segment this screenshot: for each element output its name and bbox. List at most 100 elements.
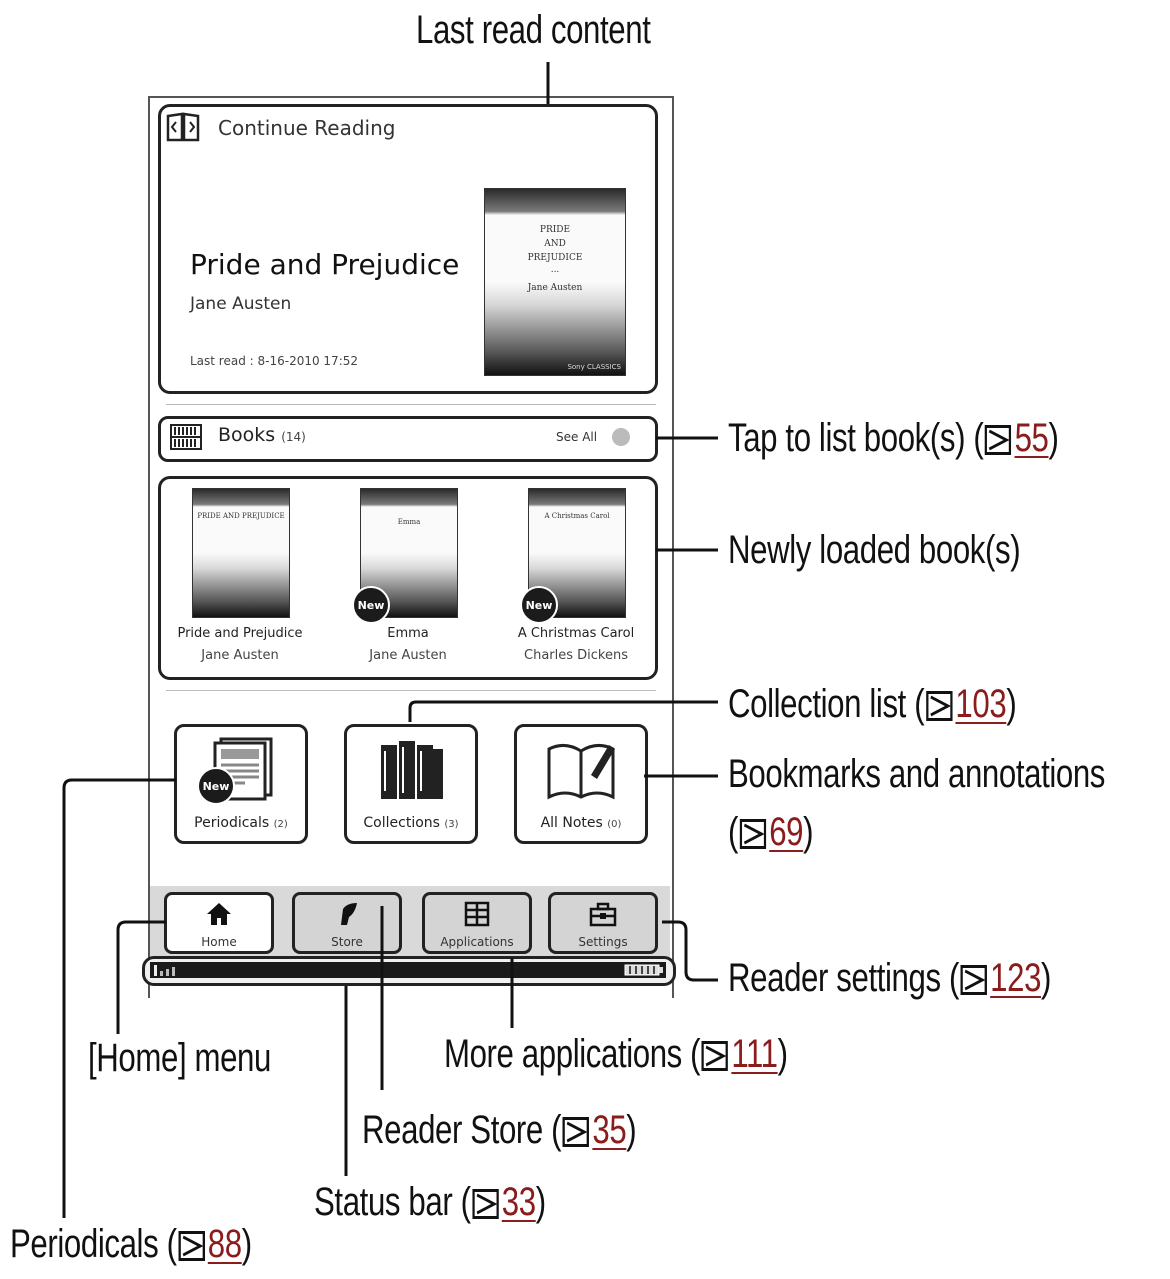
page-reference-icon bbox=[925, 691, 953, 721]
callout-close: ) bbox=[241, 1222, 252, 1266]
book-author: Jane Austen bbox=[369, 648, 447, 663]
page-number-link[interactable]: 35 bbox=[592, 1108, 627, 1152]
tile-count: (2) bbox=[273, 819, 288, 830]
book-cover[interactable]: PRIDE AND PREJUDICE bbox=[192, 488, 290, 618]
callout-text: Status bar ( bbox=[314, 1180, 471, 1224]
callout-text: Reader settings ( bbox=[728, 956, 959, 1000]
callout-close: ) bbox=[535, 1180, 546, 1224]
page-reference-icon bbox=[178, 1231, 205, 1261]
page-number-link[interactable]: 103 bbox=[955, 682, 1007, 726]
tab-store[interactable]: Store bbox=[292, 892, 402, 954]
callout-tap-books: Tap to list book(s) ( 55) bbox=[728, 416, 1059, 461]
page-reference-icon bbox=[739, 819, 767, 849]
tile-label-text: Collections bbox=[363, 815, 440, 831]
book-title: A Christmas Carol bbox=[517, 626, 635, 641]
notebook-pen-icon bbox=[547, 744, 615, 800]
cover-line: ... bbox=[550, 265, 560, 275]
tab-settings[interactable]: Settings bbox=[548, 892, 658, 954]
newspaper-icon bbox=[213, 737, 273, 801]
callout-bookmarks-ref: (69) bbox=[728, 810, 814, 854]
book-author: Jane Austen bbox=[201, 648, 279, 663]
tab-label: Home bbox=[201, 935, 237, 949]
store-icon bbox=[341, 903, 357, 925]
new-badge: New bbox=[197, 767, 235, 805]
callout-bookmarks: Bookmarks and annotations bbox=[728, 752, 1106, 796]
page-number-link[interactable]: 88 bbox=[207, 1222, 242, 1266]
cover-line: PREJUDICE bbox=[527, 253, 583, 263]
callout-text: Collection list ( bbox=[728, 682, 925, 726]
books-label: Books (14) bbox=[218, 424, 306, 446]
book-title: Pride and Prejudice bbox=[177, 626, 303, 641]
cover-line: AND bbox=[544, 239, 566, 249]
periodicals-tile[interactable]: New Periodicals (2) bbox=[174, 724, 308, 844]
callout-status-bar: Status bar ( 33) bbox=[314, 1180, 546, 1225]
divider bbox=[166, 690, 656, 691]
tile-label: All Notes (0) bbox=[517, 815, 645, 831]
book-author: Charles Dickens bbox=[524, 648, 628, 663]
see-all-link[interactable]: See All bbox=[556, 430, 598, 444]
callout-close: ) bbox=[803, 810, 814, 854]
current-book-title: Pride and Prejudice bbox=[190, 248, 460, 281]
current-book-cover[interactable]: PRIDE AND PREJUDICE ... Jane Austen Sony… bbox=[484, 188, 626, 376]
collections-tile[interactable]: Collections (3) bbox=[344, 724, 478, 844]
tab-label: Applications bbox=[440, 935, 514, 949]
callout-text: Periodicals ( bbox=[10, 1222, 177, 1266]
bookshelf-icon bbox=[170, 424, 202, 450]
continue-reading-label: Continue Reading bbox=[218, 116, 396, 140]
tile-label: Periodicals (2) bbox=[177, 815, 305, 831]
page-reference-icon bbox=[984, 425, 1012, 455]
tile-label-text: Periodicals bbox=[194, 815, 270, 831]
page-reference-icon bbox=[472, 1189, 499, 1219]
toolbox-icon bbox=[589, 902, 617, 927]
signal-icon bbox=[154, 965, 175, 976]
home-icon bbox=[207, 903, 231, 925]
callout-reader-store: Reader Store ( 35) bbox=[362, 1108, 637, 1153]
new-badge: New bbox=[520, 586, 558, 624]
cover-line: Jane Austen bbox=[527, 283, 583, 293]
page-reference-icon bbox=[701, 1041, 729, 1071]
page-number-link[interactable]: 69 bbox=[769, 810, 804, 854]
tab-label: Settings bbox=[578, 935, 628, 949]
callout-close: ) bbox=[777, 1032, 788, 1076]
cover-publisher: Sony CLASSICS bbox=[567, 363, 621, 371]
callout-periodicals: Periodicals ( 88) bbox=[10, 1222, 252, 1267]
current-book-author: Jane Austen bbox=[190, 294, 292, 314]
status-bar-strip bbox=[150, 962, 666, 978]
page-number-link[interactable]: 33 bbox=[501, 1180, 536, 1224]
callout-close: ) bbox=[1041, 956, 1052, 1000]
tab-label: Store bbox=[331, 935, 363, 949]
tab-applications[interactable]: Applications bbox=[422, 892, 532, 954]
tile-count: (3) bbox=[444, 819, 459, 830]
arrow-right-icon[interactable] bbox=[612, 428, 630, 446]
callout-text: Reader Store ( bbox=[362, 1108, 562, 1152]
new-badge: New bbox=[352, 586, 390, 624]
callout-close: ) bbox=[1048, 416, 1059, 460]
tile-count: (0) bbox=[607, 819, 622, 830]
page-reference-icon bbox=[960, 965, 988, 995]
page-number-link[interactable]: 111 bbox=[731, 1032, 778, 1076]
callout-collection-list: Collection list ( 103) bbox=[728, 682, 1017, 727]
divider bbox=[166, 404, 656, 405]
page-number-link[interactable]: 123 bbox=[990, 956, 1042, 1000]
cover-title: Emma bbox=[397, 518, 421, 526]
tile-label-text: All Notes bbox=[540, 815, 603, 831]
callout-reader-settings: Reader settings ( 123) bbox=[728, 956, 1051, 1001]
callout-more-apps: More applications (111) bbox=[444, 1032, 788, 1077]
cover-title: A Christmas Carol bbox=[544, 512, 610, 520]
books-label-text: Books bbox=[218, 424, 276, 446]
page-number-link[interactable]: 55 bbox=[1014, 416, 1049, 460]
tile-label: Collections (3) bbox=[347, 815, 475, 831]
callout-text: Tap to list book(s) ( bbox=[728, 416, 984, 460]
book-title: Emma bbox=[387, 626, 429, 641]
callout-home-menu: [Home] menu bbox=[88, 1036, 271, 1080]
all-notes-tile[interactable]: All Notes (0) bbox=[514, 724, 648, 844]
cover-title: PRIDE AND PREJUDICE bbox=[197, 512, 285, 520]
callout-last-read: Last read content bbox=[416, 8, 651, 52]
callout-newly-loaded: Newly loaded book(s) bbox=[728, 528, 1021, 572]
callout-close: ) bbox=[1006, 682, 1017, 726]
callout-close: ) bbox=[626, 1108, 637, 1152]
page-reference-icon bbox=[562, 1117, 590, 1147]
books-bar[interactable] bbox=[158, 416, 658, 462]
tab-home[interactable]: Home bbox=[164, 892, 274, 954]
last-read-timestamp: Last read : 8-16-2010 17:52 bbox=[190, 354, 359, 368]
